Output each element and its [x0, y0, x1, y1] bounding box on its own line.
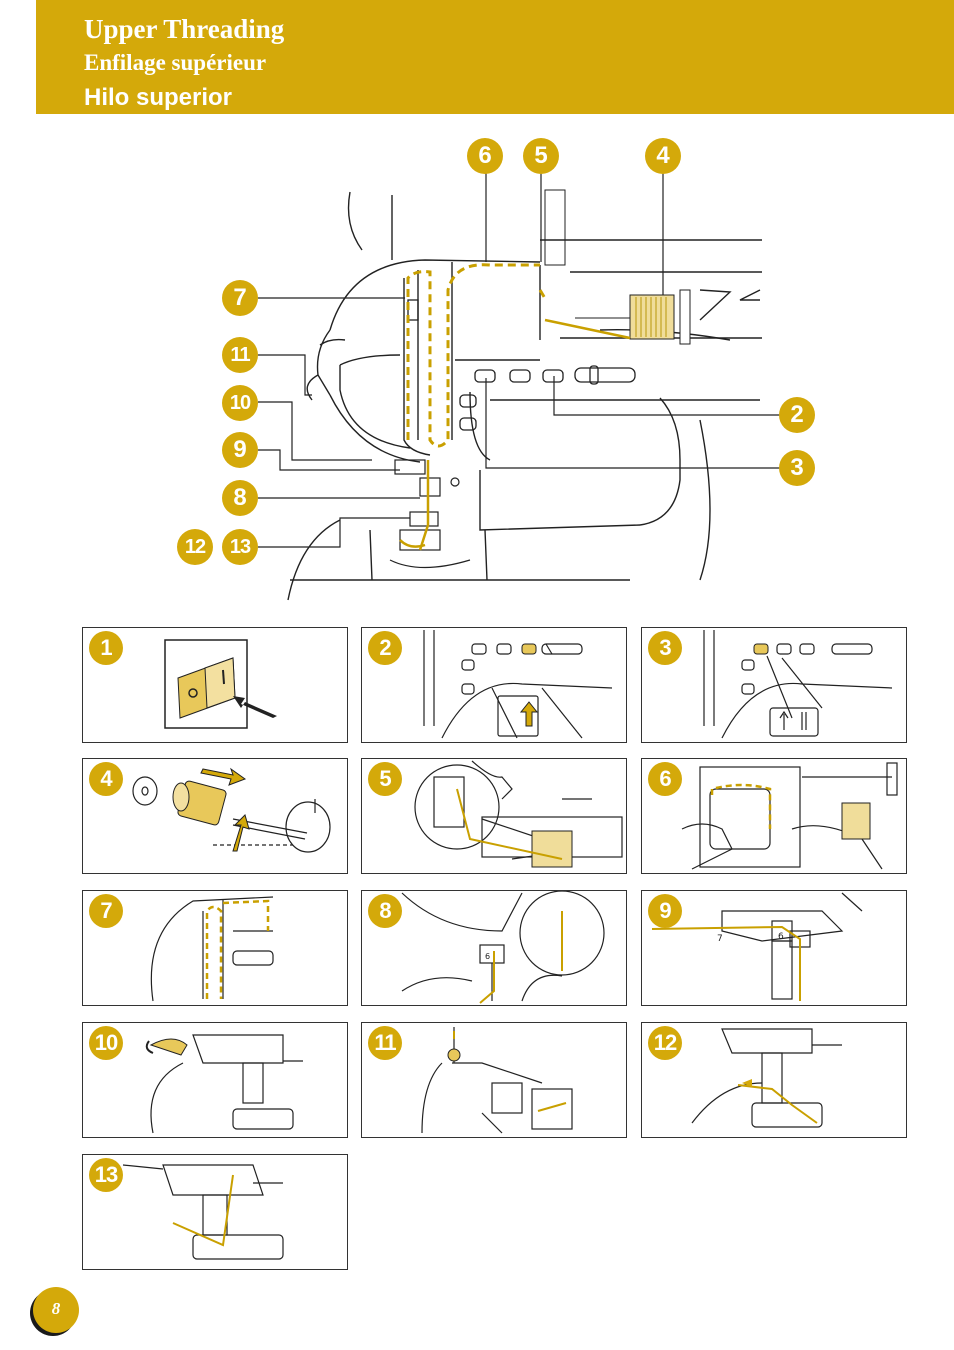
- thread-pull-illustration: [691, 1028, 842, 1128]
- step-badge-7: 7: [89, 894, 123, 928]
- step-badge-6: 6: [648, 762, 682, 796]
- callout-6: 6: [467, 138, 503, 174]
- step-panel-3: 3: [641, 627, 907, 743]
- step-badge-1: 1: [89, 631, 123, 665]
- guide-mark-7: 7: [717, 934, 723, 944]
- step-badge-8: 8: [368, 894, 402, 928]
- step-panel-2: 2: [361, 627, 627, 743]
- step-panel-11: 11: [361, 1022, 627, 1138]
- needle-position-button-illustration: [423, 630, 613, 739]
- step-badge-3: 3: [648, 631, 682, 665]
- callout-13: 13: [222, 529, 258, 565]
- step-badge-4: 4: [89, 762, 123, 796]
- title-spanish: Hilo superior: [84, 84, 233, 111]
- step-panel-4: 4: [82, 758, 348, 874]
- step-badge-5: 5: [368, 762, 402, 796]
- take-up-lever-path-illustration: [681, 762, 898, 870]
- page-number: 8: [33, 1287, 79, 1333]
- callout-12: 12: [177, 529, 213, 565]
- needle-clamp-guide-illustration: 7 6: [651, 892, 863, 1001]
- callout-8: 8: [222, 480, 258, 516]
- step-badge-2: 2: [368, 631, 402, 665]
- needle-threader-illustration: [421, 1027, 573, 1134]
- callout-9: 9: [222, 432, 258, 468]
- callout-2: 2: [779, 397, 815, 433]
- step-panel-1: 1: [82, 627, 348, 743]
- step-panel-13: 13: [82, 1154, 348, 1270]
- machine-threading-diagram: [258, 172, 780, 601]
- step-panel-9: 7 6 9: [641, 890, 907, 1006]
- step-badge-12: 12: [648, 1026, 682, 1060]
- step-badge-13: 13: [89, 1158, 123, 1192]
- step-badge-11: 11: [368, 1026, 402, 1060]
- title-french: Enfilage supérieur: [84, 50, 267, 75]
- power-switch-illustration: [164, 639, 277, 729]
- callout-4: 4: [645, 138, 681, 174]
- header-bar: Upper Threading Enfilage supérieur Hilo …: [36, 0, 954, 114]
- title-english: Upper Threading: [84, 14, 285, 44]
- step-panel-10: 10: [82, 1022, 348, 1138]
- needle-bar-guide-illustration: 6: [401, 891, 605, 1004]
- thread-under-foot-illustration: [122, 1164, 284, 1260]
- callout-7: 7: [222, 280, 258, 316]
- step-badge-10: 10: [89, 1026, 123, 1060]
- guide-mark-6: 6: [485, 952, 490, 961]
- thread-guide-illustration: [414, 760, 623, 868]
- step-panel-8: 6 8: [361, 890, 627, 1006]
- thread-channel-illustration: [150, 896, 274, 1002]
- step-panel-5: 5: [361, 758, 627, 874]
- spool-placement-illustration: [132, 767, 331, 853]
- callout-3: 3: [779, 450, 815, 486]
- callout-5: 5: [523, 138, 559, 174]
- callout-11: 11: [222, 337, 258, 373]
- callout-10: 10: [222, 385, 258, 421]
- step-panel-12: 12: [641, 1022, 907, 1138]
- needle-clamp-mark-6: 6: [778, 932, 784, 942]
- step-panel-7: 7: [82, 890, 348, 1006]
- presser-foot-lifter-button-illustration: [703, 630, 893, 739]
- step-badge-9: 9: [648, 894, 682, 928]
- threader-lever-illustration: [145, 1034, 303, 1134]
- step-panel-6: 6: [641, 758, 907, 874]
